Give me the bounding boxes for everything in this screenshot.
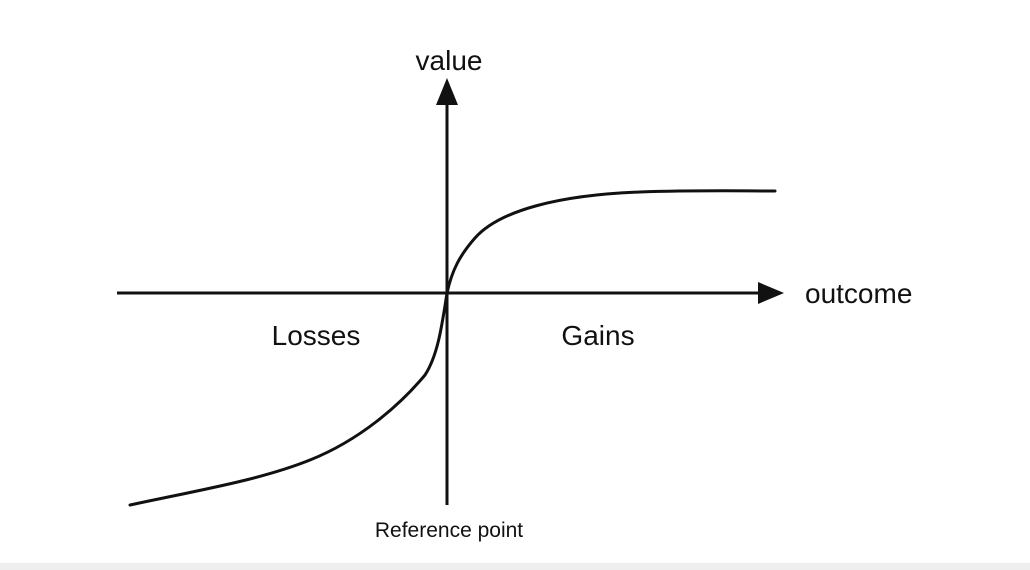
y-axis-arrowhead bbox=[436, 78, 458, 105]
gains-label: Gains bbox=[561, 320, 634, 351]
x-axis-label: outcome bbox=[805, 278, 912, 309]
losses-label: Losses bbox=[272, 320, 361, 351]
value-curve bbox=[128, 189, 777, 507]
bottom-border-strip bbox=[0, 563, 1030, 570]
x-axis-arrowhead bbox=[758, 282, 784, 304]
y-axis-label: value bbox=[416, 45, 483, 76]
reference-point-label: Reference point bbox=[375, 519, 523, 542]
